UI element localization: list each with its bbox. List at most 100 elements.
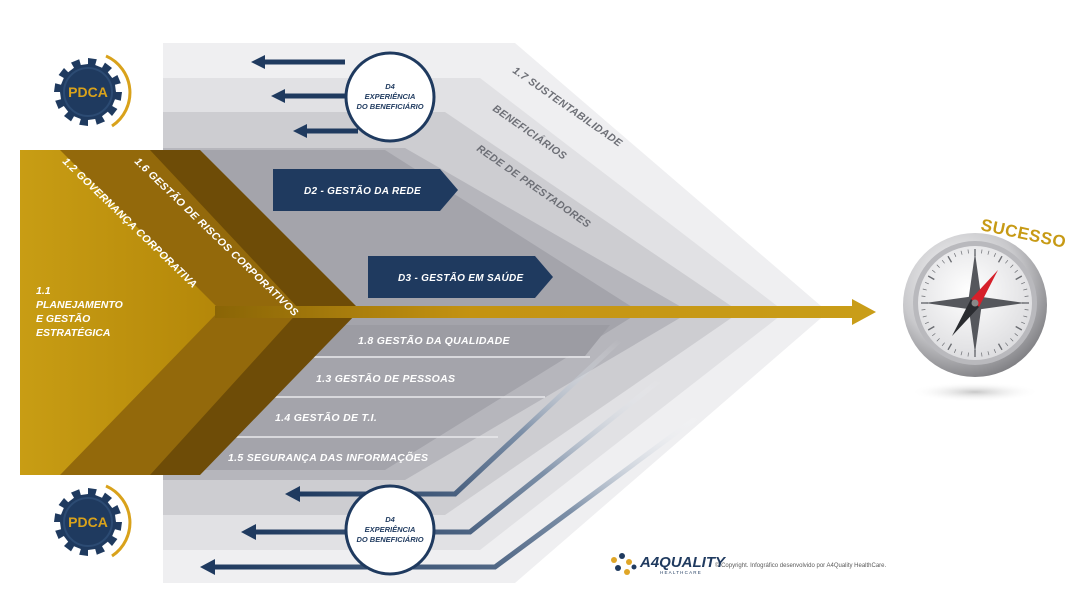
compass-tick [997,343,1003,351]
gear-icon [54,58,122,126]
label-security: 1.5 SEGURANÇA DAS INFORMAÇÕES [228,451,428,464]
bottom-streak-2 [253,378,662,535]
compass-tick [924,321,929,325]
brand-copyright: © Copyright. Infográfico desenvolvido po… [715,562,887,569]
health-box-shape [368,256,553,298]
experience-bottom-line-2: EXPERIÊNCIA [365,525,416,534]
experience-circle-top: D4 EXPERIÊNCIA DO BENEFICIÁRIO [344,51,436,143]
label-planning: 1.1 PLANEJAMENTO E GESTÃO ESTRATÉGICA [36,285,123,339]
compass-tick [953,349,957,354]
gear-hub [63,67,113,117]
compass-tick [921,295,926,297]
network-box-shape [273,169,458,211]
compass-tick [1010,264,1014,268]
compass-tick [1024,309,1029,311]
label-quality: 1.8 GESTÃO DA QUALIDADE [358,334,510,347]
lower-step-rows [200,325,610,438]
compass-tick [960,250,963,255]
top-arrow-1-head [251,55,265,69]
top-left-arrows [251,55,358,138]
bottom-streak-2-head [241,524,256,540]
gear-icon [54,488,122,556]
compass-tick [936,264,940,268]
compass-tick [1021,281,1026,285]
experience-circle-top-shape [344,51,436,143]
experience-circle-bottom-shape [344,484,436,576]
bottom-streak-1 [297,338,622,497]
bottom-streak-arrows [200,338,702,575]
bottom-streak-3-head [200,559,215,575]
logo-dot-6 [631,564,637,570]
experience-top-line-1: D4 [385,82,395,91]
compass-tick [1021,321,1026,325]
compass-tick [947,343,953,351]
compass-tick [993,252,997,257]
compass-needle-north [971,270,998,307]
compass-needle-south [952,299,979,336]
label-people: 1.3 GESTÃO DE PESSOAS [316,372,455,385]
top-arrow-3-head [293,124,307,138]
logo-dot-4 [615,565,621,571]
health-box-label: D3 - GESTÃO EM SAÚDE [398,271,523,284]
experience-bottom-line-3: DO BENEFICIÁRIO [356,535,423,544]
compass-tick [1010,338,1014,342]
compass-tick [927,275,935,281]
compass-tick [947,255,953,263]
planning-line-4: ESTRATÉGICA [36,326,110,339]
logo-dot-5 [624,569,630,575]
compass-tick [997,255,1003,263]
compass-tick [1015,325,1023,331]
pdca-gear-bottom-swoosh [105,484,132,558]
compass-tick [960,351,963,356]
compass-tick [1005,259,1009,264]
compass-tick [927,325,935,331]
compass-tick [993,349,997,354]
experience-circle-bottom: D4 EXPERIÊNCIA DO BENEFICIÁRIO [344,484,436,576]
bottom-streak-1-head [285,486,300,502]
row-quality-bg [285,325,610,356]
compass-tick [1015,275,1023,281]
compass-tick [941,342,945,347]
experience-top-line-2: EXPERIÊNCIA [365,92,416,101]
navy-box-network: D2 - GESTÃO DA REDE [273,169,458,211]
chevron-planning [20,150,220,475]
pdca-gear-bottom: PDCA [54,484,132,558]
experience-top-line-3: DO BENEFICIÁRIO [356,102,423,111]
compass-tick [922,315,927,318]
compass-tick [921,309,926,311]
main-arrow-shaft [215,306,857,318]
compass-tick [922,288,927,291]
compass-tick [1023,315,1028,318]
compass-tick [981,249,983,254]
compass-tick [936,338,940,342]
compass-tick [931,269,936,273]
compass-tick [987,250,990,255]
brand-block: A4QUALITY HEALTHCARE © Copyright. Infogr… [611,553,887,575]
main-arrow [215,299,876,325]
planning-line-1: 1.1 [36,285,51,297]
compass-tick [967,249,969,254]
experience-bottom-line-1: D4 [385,515,395,524]
pdca-gear-top-swoosh [105,54,132,128]
brand-name: A4QUALITY [639,554,727,571]
pdca-bottom-label: PDCA [68,514,108,530]
compass-tick [1023,288,1028,291]
compass-tick [981,352,983,357]
compass-pivot [971,299,979,307]
compass-tick [953,252,957,257]
brand-sub: HEALTHCARE [660,570,702,575]
label-it: 1.4 GESTÃO DE T.I. [275,411,377,424]
compass-tick [924,281,929,285]
gear-hub [63,497,113,547]
navy-box-health: D3 - GESTÃO EM SAÚDE [368,256,553,298]
compass-tick [1014,269,1019,273]
pdca-top-label: PDCA [68,84,108,100]
brand-logo-icon [611,553,637,575]
logo-dot-3 [626,559,632,565]
main-arrow-head [852,299,876,325]
compass-tick [1024,295,1029,297]
pdca-gear-top: PDCA [54,54,132,128]
top-arrow-2-head [271,89,285,103]
planning-line-2: PLANEJAMENTO [36,299,123,311]
